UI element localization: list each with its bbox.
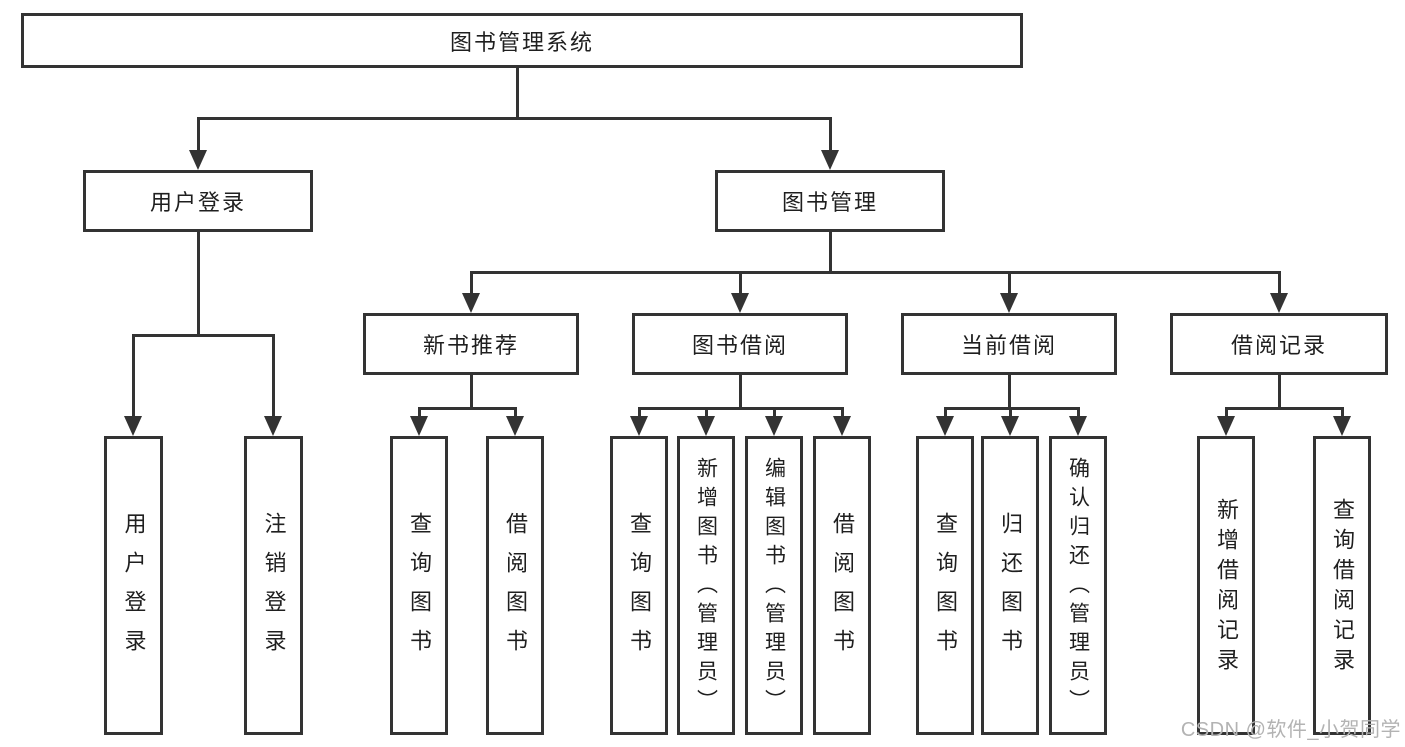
connector-arrow [821,150,839,170]
connector-arrow [189,150,207,170]
leaf-user-login: 用户登录 [104,436,163,735]
connector-arrow [462,293,480,313]
leaf-confirm-return-admin-label: 确认归还（管理员） [1066,457,1090,718]
leaf-add-book-admin: 新增图书（管理员） [677,436,735,735]
connector-arrow [697,416,715,436]
leaf-add-borrow-record: 新增借阅记录 [1197,436,1255,735]
connector-arrow [410,416,428,436]
leaf-return-books-label: 归还图书 [998,512,1023,668]
connector-drop [828,118,832,158]
leaf-logout-login: 注销登录 [244,436,303,735]
leaf-query-books-recommend-label: 查询图书 [407,512,432,668]
connector-drop [469,272,473,301]
connector-bar [131,333,275,337]
connector-bar [1224,406,1344,410]
connector-arrow [1001,416,1019,436]
connector-arrow [630,416,648,436]
node-borrowing-records: 借阅记录 [1170,313,1388,375]
connector-arrow [264,416,282,436]
leaf-query-borrow-record: 查询借阅记录 [1313,436,1371,735]
leaf-borrow-books-recommend: 借阅图书 [486,436,544,735]
connector-bar [196,116,832,120]
connector-arrow [833,416,851,436]
connector-drop [271,335,275,424]
connector-arrow [1000,293,1018,313]
connector-drop [131,335,135,424]
connector-stem [738,375,742,410]
connector-stem [469,375,473,410]
leaf-query-borrow-record-label: 查询借阅记录 [1330,497,1355,678]
connector-drop [738,272,742,301]
leaf-query-books-borrow-label: 查询图书 [627,512,652,668]
connector-arrow [506,416,524,436]
node-book-management: 图书管理 [715,170,945,232]
connector-bar [417,406,517,410]
node-book-borrowing: 图书借阅 [632,313,848,375]
connector-stem [1007,375,1011,410]
connector-arrow [765,416,783,436]
connector-stem [1277,375,1281,410]
leaf-user-login-label: 用户登录 [121,512,147,668]
connector-drop [1007,272,1011,301]
connector-arrow [936,416,954,436]
connector-stem [828,232,832,274]
node-new-book-recommendation: 新书推荐 [363,313,579,375]
leaf-return-books: 归还图书 [981,436,1039,735]
connector-stem [515,68,519,120]
leaf-borrow-books-label: 借阅图书 [830,512,855,668]
leaf-confirm-return-admin: 确认归还（管理员） [1049,436,1107,735]
node-user-login: 用户登录 [83,170,313,232]
connector-arrow [1270,293,1288,313]
watermark-text: CSDN @软件_小贺同学 [1180,719,1401,741]
leaf-borrow-books: 借阅图书 [813,436,871,735]
node-current-borrowing: 当前借阅 [901,313,1117,375]
leaf-edit-book-admin: 编辑图书（管理员） [745,436,803,735]
connector-bar [637,406,844,410]
connector-arrow [1217,416,1235,436]
leaf-query-books-borrow: 查询图书 [610,436,668,735]
leaf-borrow-books-recommend-label: 借阅图书 [503,512,528,668]
connector-drop [196,118,200,158]
connector-bar [943,406,1080,410]
connector-arrow [1069,416,1087,436]
connector-arrow [1333,416,1351,436]
connector-stem [196,232,200,337]
connector-bar [469,270,1281,274]
node-root: 图书管理系统 [21,13,1023,68]
leaf-query-books-recommend: 查询图书 [390,436,448,735]
leaf-edit-book-admin-label: 编辑图书（管理员） [762,457,786,718]
leaf-query-books-current: 查询图书 [916,436,974,735]
connector-arrow [124,416,142,436]
connector-drop [1277,272,1281,301]
leaf-add-borrow-record-label: 新增借阅记录 [1214,497,1239,678]
connector-arrow [731,293,749,313]
leaf-logout-login-label: 注销登录 [261,512,287,668]
leaf-query-books-current-label: 查询图书 [933,512,958,668]
leaf-add-book-admin-label: 新增图书（管理员） [694,457,718,718]
